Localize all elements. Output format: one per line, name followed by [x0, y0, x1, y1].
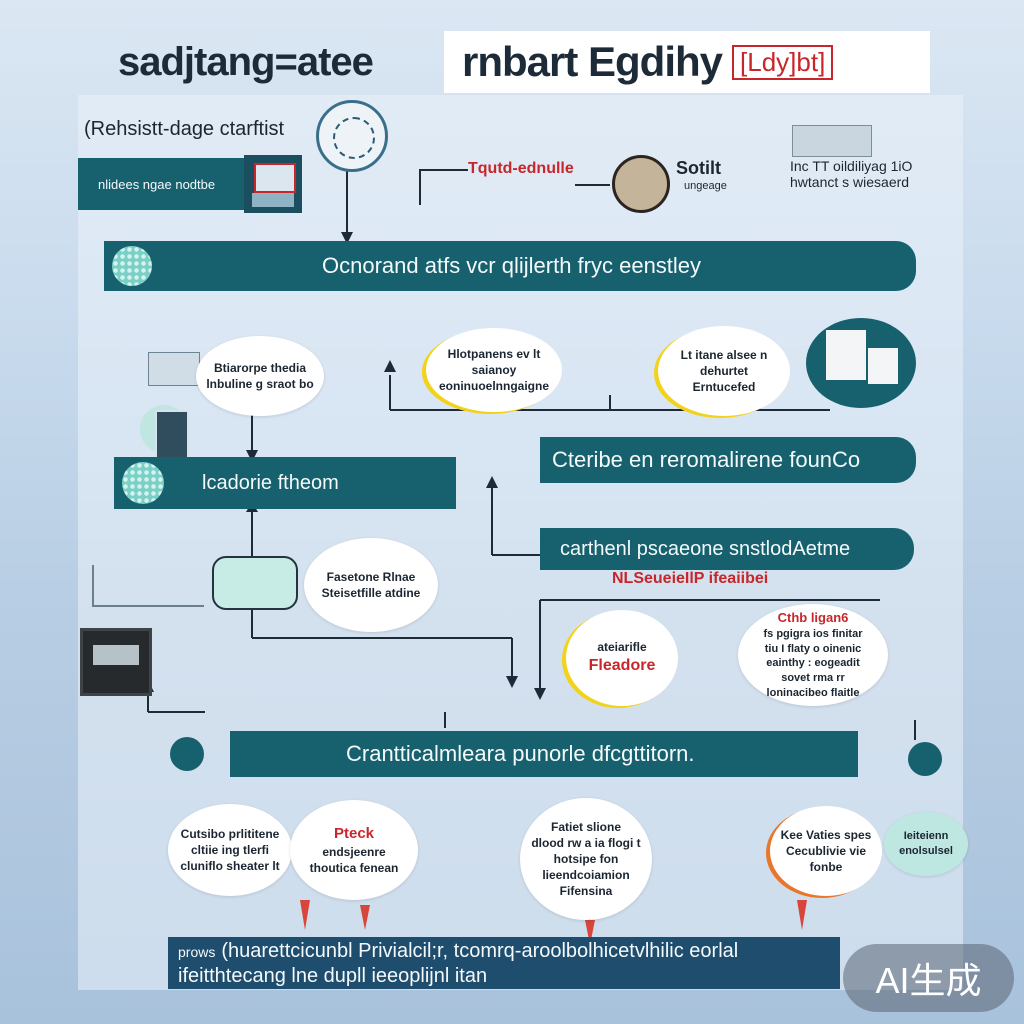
footer-line1: (huarettcicunbl Privialcil;r, tcomrq-aro… [221, 940, 739, 962]
bar-3-label: lcadorie ftheom [202, 471, 339, 494]
bottom-bubble-5-line1: Ieiteienn [903, 830, 949, 843]
bridge-icon [92, 565, 204, 607]
bar-2: Cteribe en reromalirene founCo [540, 437, 916, 483]
bubble-right-mid: Lt itane alsee n dehurtet Erntucefed [658, 326, 790, 416]
tank-icon [212, 556, 298, 610]
bar-4: carthenl pscaeone snstlodAetme [540, 528, 914, 570]
bubble-center-mid-line1: Hlotpanens ev lt [447, 346, 541, 361]
bar-2-label: Cteribe en reromalirene founCo [552, 447, 861, 472]
bubble-center-mid-line2: saianoy [471, 362, 517, 377]
red-banner: NLSeueieIlP ifeaiibei [612, 570, 769, 587]
bubble-right-mid-line2: dehurtet [700, 363, 748, 378]
header-left-line1: (Rehsistt-dage ctarftist [84, 118, 285, 140]
bar-1: Ocnorand atfs vcr qlijlerth fryc eenstle… [104, 241, 916, 291]
coin-icon [612, 155, 670, 213]
bottom-bubble-1-line3: cluniflo sheater lt [180, 859, 280, 874]
bubble-right-mid-line1: Lt itane alsee n [680, 347, 768, 362]
bottom-bubble-1-line1: Cutsibo prlititene [180, 826, 280, 841]
equipment-icon [155, 410, 189, 460]
server-rack-icon [80, 628, 152, 696]
bubble-right-low-line3: eainthy : eogeadit [766, 657, 860, 670]
bottom-bubble-2: Pteck endsjeenre thoutica fenean [290, 800, 418, 900]
bubble-right-low: Cthb ligan6 fs pgigra ios finitar tiu I … [738, 604, 888, 706]
globe-icon [316, 100, 388, 172]
bubble-center-mid: Hlotpanens ev lt saianoy eoninuoelnngaig… [426, 328, 562, 412]
title-badge: [Ldy]bt] [732, 44, 834, 80]
bottom-bubble-2-line1: Pteck [333, 824, 375, 842]
bar-5: Crantticalmleara punorle dfcgttitorn. [230, 731, 858, 777]
bottom-bubble-3-line1: Fatiet slione [550, 819, 621, 834]
bottom-bubble-1-line2: cltiie ing tlerfi [190, 842, 269, 857]
machine-icon [244, 155, 302, 213]
header-center-label: Tqutd-ednulle [468, 160, 574, 177]
server-icon [148, 352, 200, 386]
header-right-line1: Inc TT oildiliyag 1iO [790, 158, 913, 174]
bubble-right-low-line5: loninacibeo flaitle [766, 687, 860, 700]
building-icon [792, 125, 872, 157]
bottom-bubble-1: Cutsibo prlititene cltiie ing tlerfi clu… [168, 804, 292, 896]
page-title-box: rnbart Egdihy [Ldy]bt] [444, 31, 930, 93]
bar-5-right-node [908, 742, 942, 776]
monitor-icon [826, 330, 866, 380]
header-left-line2: nlidees ngae nodtbe [98, 176, 216, 192]
footer-small: prows [178, 944, 216, 960]
bottom-bubble-3-line3: hotsipe fon [553, 851, 619, 866]
page-title-left: sadjtang=atee [118, 40, 374, 84]
bar-3-dot-icon [122, 462, 164, 504]
bubble-left-low: Fasetone Rlnae Steisetfille atdine [304, 538, 438, 632]
header-center-right-line1: Sotilt [676, 158, 721, 178]
bottom-bubble-4-line2: Cecublivie vie [785, 843, 867, 858]
control-panel-circle [806, 318, 916, 408]
footer-line2: ifeitthtecang lne dupll ieeoplijnl itan [178, 965, 488, 987]
bottom-bubble-5-line2: enolsulsel [899, 845, 953, 857]
ai-generated-watermark: AI生成 [843, 944, 1014, 1012]
bottom-bubble-2-line2: endsjeenre [322, 844, 386, 859]
bar-3: lcadorie ftheom [114, 457, 456, 509]
bubble-left-low-line2: Steisetfille atdine [321, 586, 421, 600]
bottom-bubble-3-line5: Fifensina [559, 884, 613, 899]
bubble-right-low-line4: sovet rma rr [781, 672, 845, 685]
bar-1-dot-icon [112, 246, 152, 286]
panel-icon [868, 348, 898, 384]
bottom-bubble-2-line3: thoutica fenean [309, 861, 399, 876]
bubble-center-mid-line3: eoninuoelnngaigne [439, 379, 549, 394]
header-left-bar: nlidees ngae nodtbe [78, 158, 244, 210]
bubble-yellow-low-line2: Fleadore [588, 657, 656, 675]
bubble-left-mid: Btiarorpe thedia lnbuline g sraot bo [196, 336, 324, 416]
bar-5-label: Crantticalmleara punorle dfcgttitorn. [346, 741, 695, 766]
page-title-right: rnbart Egdihy [462, 38, 723, 85]
bottom-bubble-4-line3: fonbe [809, 860, 843, 875]
bubble-left-low-line1: Fasetone Rlnae [326, 569, 416, 584]
bottom-bubble-5: Ieiteienn enolsulsel [884, 812, 968, 876]
bubble-yellow-low-line1: ateiarifle [597, 640, 647, 655]
bottom-bubble-3-line4: lieendcoiamion [542, 868, 630, 883]
bubble-right-low-line1: fs pgigra ios finitar [763, 627, 863, 640]
bar-4-label: carthenl pscaeone snstlodAetme [560, 537, 851, 560]
bar-1-label: Ocnorand atfs vcr qlijlerth fryc eenstle… [322, 253, 702, 278]
bubble-right-low-title: Cthb ligan6 [777, 610, 849, 626]
header-center-right-line2: ungeage [684, 180, 727, 192]
footer-bar: prows (huarettcicunbl Privialcil;r, tcomr… [168, 937, 840, 989]
bubble-left-mid-line2: lnbuline g sraot bo [206, 377, 314, 391]
bottom-bubble-4: Kee Vaties spes Cecublivie vie fonbe [770, 806, 882, 896]
bubble-yellow-low: ateiarifle Fleadore [566, 610, 678, 706]
bottom-bubble-3: Fatiet slione dlood rw a ia flogi t hots… [520, 798, 652, 920]
bar-5-left-node [170, 737, 204, 771]
bottom-bubble-3-line2: dlood rw a ia flogi t [531, 835, 641, 850]
bottom-bubble-4-line1: Kee Vaties spes [780, 827, 872, 842]
bubble-right-mid-line3: Erntucefed [692, 380, 756, 395]
header-right-line2: hwtanct s wiesaerd [790, 174, 910, 190]
bubble-right-low-line2: tiu I flaty o oinenic [764, 642, 862, 655]
bubble-left-mid-line1: Btiarorpe thedia [213, 360, 306, 375]
